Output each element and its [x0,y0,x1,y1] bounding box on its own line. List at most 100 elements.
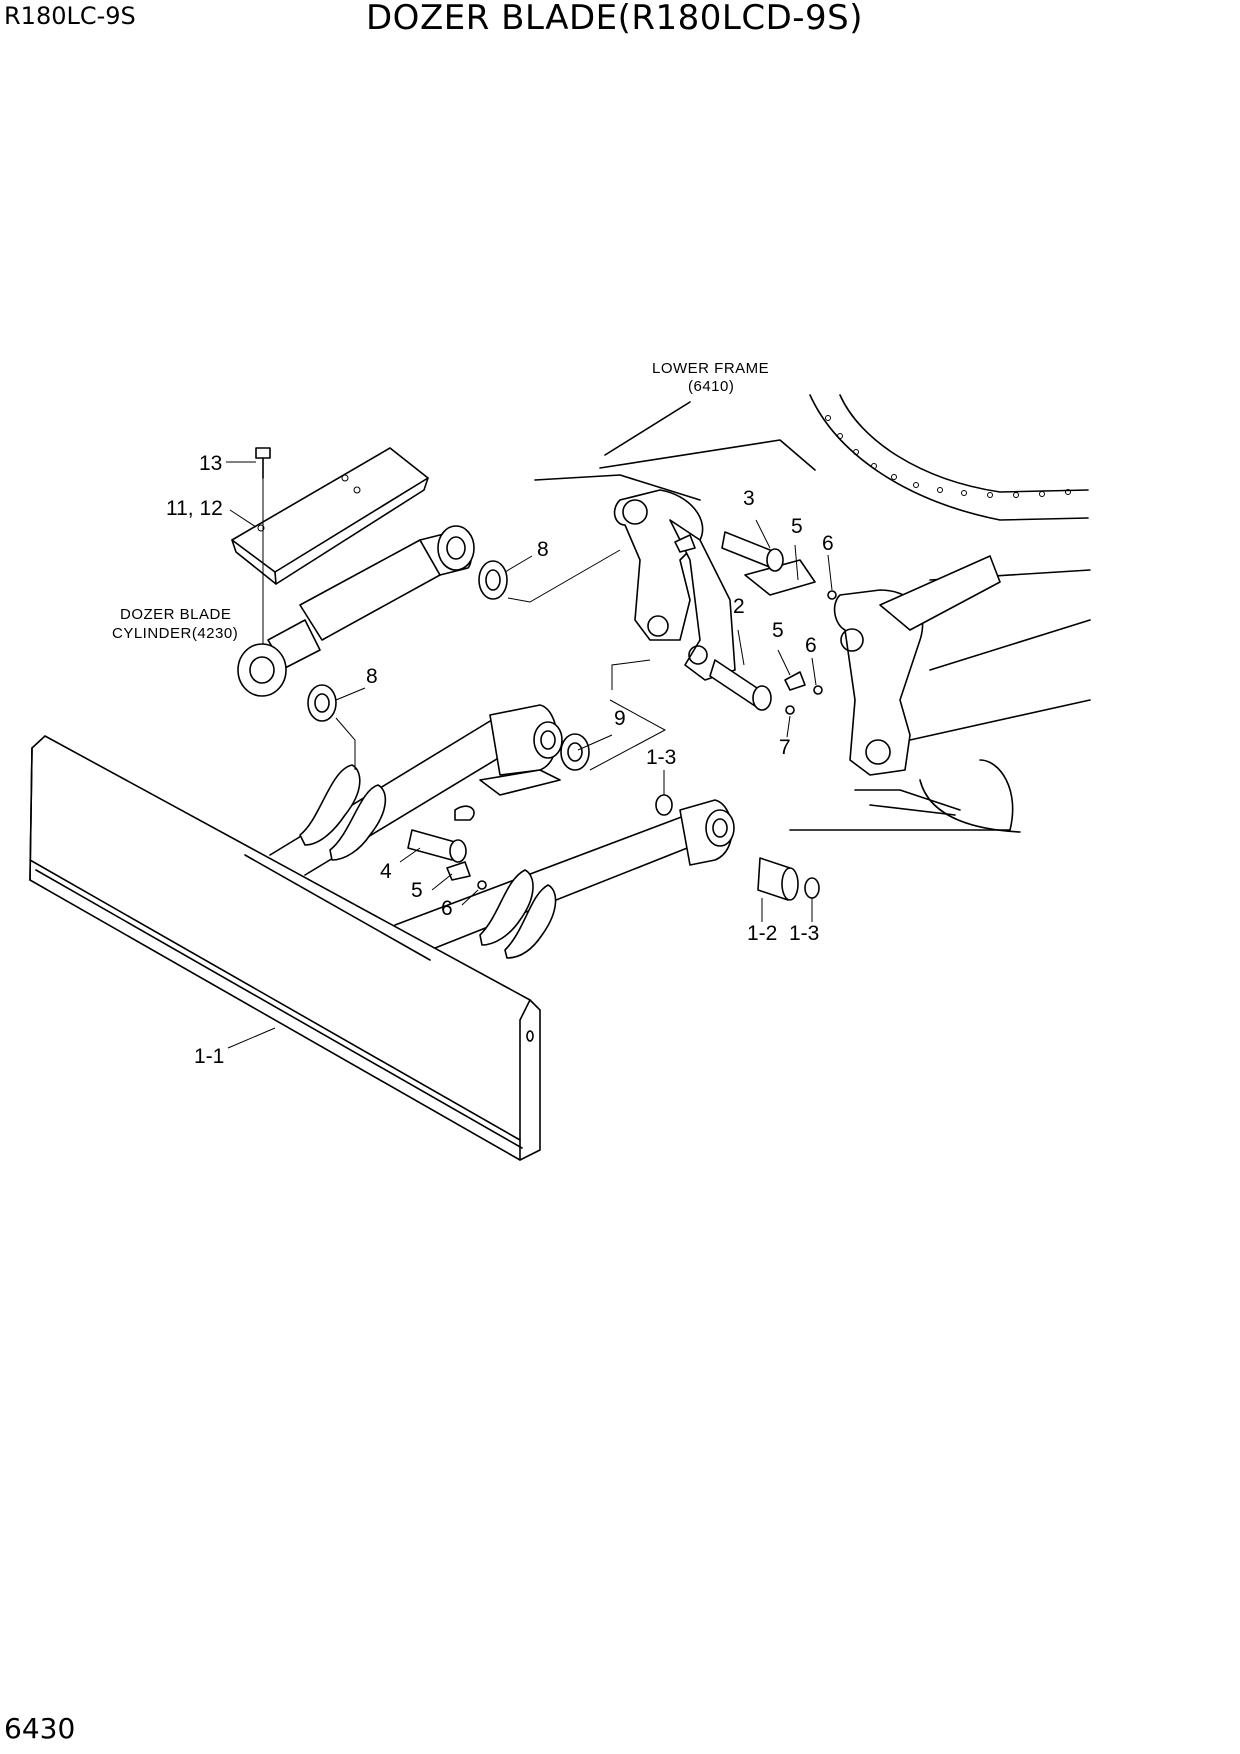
blade-face [29,735,541,1161]
bracket-left-hole [622,499,648,525]
callout-8-lower: 8 [366,665,378,688]
plate-hole-1 [257,524,265,532]
blade-side-hole [526,1030,534,1042]
arm-right-eye-hole [712,818,728,838]
leader-9 [577,734,613,751]
frame-cross-plate [479,769,561,796]
plate-5-mid [784,671,806,691]
callout-1-2: 1-2 [747,922,777,945]
lower-frame-note-1: LOWER FRAME [652,360,769,377]
leader-8-upper-b [507,549,621,603]
dozer-cylinder [237,525,475,697]
washer-8-lower-hole [314,693,330,713]
leader-8-lower-b [335,717,356,770]
arm-left-eye [533,721,563,759]
blade-lug-right-1 [479,869,534,946]
blade-right-edge [519,999,531,1161]
bracket-clip [674,534,696,553]
snap-ring-1-3-top [655,794,673,816]
washer-8-upper [478,560,508,600]
cylinder-eye-bottom [237,643,287,697]
track-frame-curve [919,779,1021,833]
blade-lug-left-1 [299,764,361,846]
washers [307,560,590,771]
callout-6-top: 6 [822,532,834,555]
plate-11-12-edge [231,539,277,585]
model-code: R180LC-9S [4,2,136,30]
leader-4 [399,847,421,863]
pin-4-end [449,839,467,863]
frame-bracket [613,489,1001,776]
leader-2 [737,629,745,666]
cylinder-eye-bottom-hole [249,656,275,684]
frame-side-lower [929,619,1091,671]
plate-11-12-side [275,477,429,585]
arm-right-eye [705,809,735,847]
leader-5-top [794,544,799,581]
page-title: DOZER BLADE(R180LCD-9S) [366,0,864,38]
callout-2: 2 [733,595,745,618]
bracket-inner-hole [688,645,708,665]
pin-4 [407,829,456,861]
bushing-1-2-end [781,867,799,901]
leader-8-upper [504,555,533,573]
bracket-dash-line [611,659,651,690]
callout-8-upper: 8 [537,538,549,561]
callout-1-3-top: 1-3 [646,746,676,769]
frame-side-bottom [909,699,1091,741]
page-number: 6430 [4,1712,76,1745]
snap-ring-1-3-low [804,877,820,899]
bracket-right-lower-hole [865,739,891,765]
pin-2-end [752,685,772,711]
blade-lug-left-2 [329,784,387,861]
bolt-6-mid [813,685,823,695]
callout-4: 4 [380,860,392,883]
track-frame-slot [854,789,961,816]
callout-5-low: 5 [411,879,423,902]
arm-left-eye-hole [540,730,556,750]
leader-9-b [589,699,667,771]
blade-left-edge [29,747,33,881]
callout-1-1: 1-1 [194,1045,224,1068]
blade-top-flange [244,854,431,961]
dozer-blade [29,735,541,1161]
swing-ring-outer [809,394,1089,521]
blade-cutting-edge [29,859,521,1141]
callout-6-mid: 6 [805,634,817,657]
cylinder-eye-top-hole [446,536,466,560]
washer-9-hole [567,742,583,762]
callout-1-3-low: 1-3 [789,922,819,945]
frame-leader-line [604,401,691,456]
callout-6-low: 6 [441,897,453,920]
pin-3-end [766,548,784,572]
frame-top-plate [534,474,701,501]
frame-rail-4 [429,834,721,951]
callout-7: 7 [779,736,791,759]
leader-5-low [431,873,453,891]
lower-frame-note-2: (6410) [688,378,734,395]
cylinder-note-1: DOZER BLADE [120,606,231,623]
leader-6-low [461,889,479,906]
bracket-right-hole [840,628,864,652]
callout-11-12: 11, 12 [166,497,223,520]
leader-1-1 [227,1027,276,1049]
plate-hole-3 [353,486,361,494]
bolt-6-low [477,880,487,890]
bracket-left-lower-hole [647,615,669,637]
lower-frame-group [534,394,1091,833]
swing-ring-inner [839,394,1089,493]
bolt-6-top [827,590,837,600]
callout-5-mid: 5 [772,619,784,642]
callout-3: 3 [743,487,755,510]
frame-top-edge [599,439,816,471]
frame-gusset [454,805,475,821]
push-frame [269,704,735,959]
blade-pins [407,794,820,901]
leader-7 [786,715,791,738]
washer-8-lower [307,684,337,722]
bracket-inner-plate [669,519,736,681]
cover-plate [231,447,429,660]
bracket-top-flange [879,555,1001,631]
